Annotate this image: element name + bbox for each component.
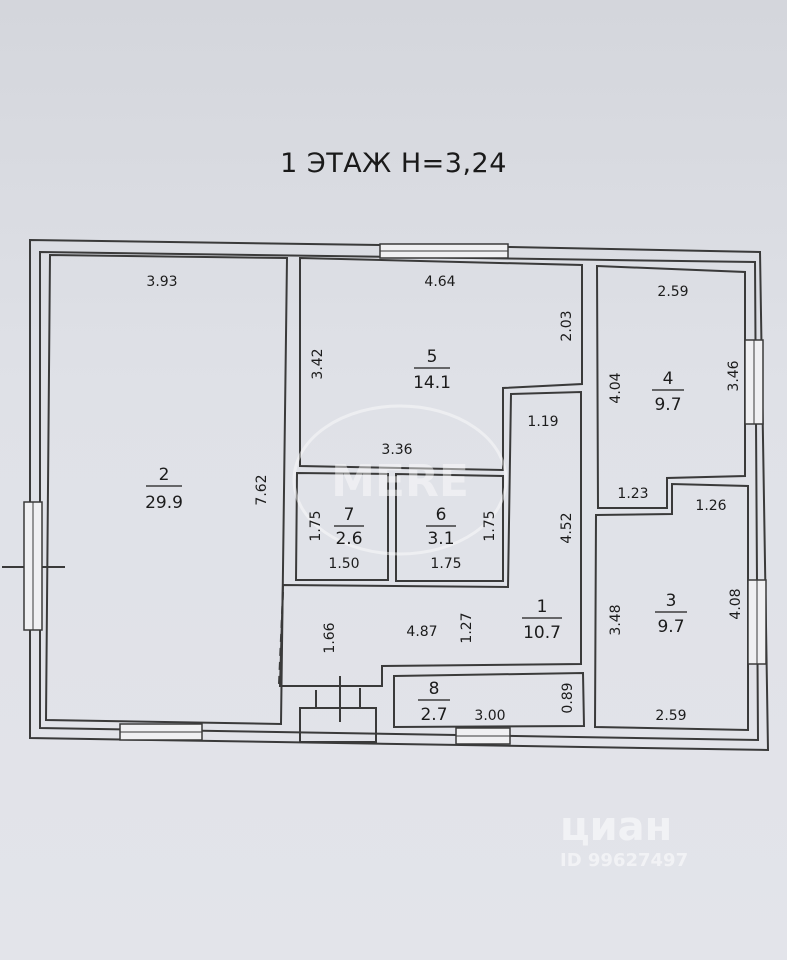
room-7-number: 7	[344, 505, 355, 525]
room-2-outline	[44, 253, 289, 726]
dim-r2-side: 7.62	[254, 474, 270, 505]
dim-hall-top: 1.19	[527, 414, 558, 430]
dim-hall-mid: 1.27	[459, 612, 475, 643]
door-opening	[278, 591, 284, 685]
room-3-number: 3	[666, 591, 677, 611]
svg-text:ID 99627497: ID 99627497	[560, 850, 688, 871]
room-7-outline	[294, 471, 389, 581]
dim-r2-top: 3.93	[146, 274, 177, 290]
room-3-outline	[593, 482, 749, 732]
room-1-area: 10.7	[523, 623, 561, 643]
watermark-brand: циан ID 99627497	[560, 804, 688, 871]
dim-r5-top: 4.64	[424, 274, 455, 290]
svg-text:MERE: MERE	[331, 456, 469, 507]
dim-r3-right: 4.08	[728, 588, 744, 619]
room-1-outline	[278, 390, 582, 687]
dim-r3-left: 3.48	[608, 604, 624, 635]
room-6-outline	[395, 472, 504, 582]
room-4-number: 4	[663, 369, 674, 389]
watermark-center: MERE	[292, 404, 508, 556]
dim-r4-left: 4.04	[608, 372, 624, 403]
room-2-number: 2	[159, 465, 170, 485]
dim-r7-bottom: 1.50	[328, 556, 359, 572]
plan-title: 1 ЭТАЖ Н=3,24	[280, 148, 507, 179]
svg-text:циан: циан	[560, 804, 672, 850]
room-8-number: 8	[429, 679, 440, 699]
room-6-area: 3.1	[427, 529, 454, 549]
room-5-area: 14.1	[413, 373, 451, 393]
room-5-number: 5	[427, 347, 438, 367]
dim-hall-left: 1.66	[322, 622, 338, 653]
room-8-outline	[393, 671, 586, 729]
room-3-area: 9.7	[657, 617, 684, 637]
dim-r8-bottom: 3.00	[474, 708, 505, 724]
dim-r3-top: 1.26	[695, 498, 726, 514]
room-1-number: 1	[537, 597, 548, 617]
room-2-area: 29.9	[145, 493, 183, 513]
dim-hall-side: 4.52	[559, 512, 575, 543]
stair-lines	[315, 676, 361, 722]
room-4-outline	[595, 264, 746, 509]
dim-r6-side: 1.75	[482, 510, 498, 541]
dim-r7-side: 1.75	[308, 510, 324, 541]
dim-r3-bottom: 2.59	[655, 708, 686, 724]
dim-r6-bottom: 1.75	[430, 556, 461, 572]
dim-r5-left: 3.42	[310, 348, 326, 379]
dim-r4-bottom: 1.23	[617, 486, 648, 502]
dim-r5-right: 2.03	[559, 310, 575, 341]
dim-r4-top: 2.59	[657, 284, 688, 300]
room-4-area: 9.7	[654, 395, 681, 415]
dim-r5-bottom: 3.36	[381, 442, 412, 458]
room-5-outline	[299, 256, 583, 472]
dim-r8-side: 0.89	[560, 682, 576, 713]
room-6-number: 6	[436, 505, 447, 525]
dim-r4-right: 3.46	[726, 360, 742, 391]
room-8-area: 2.7	[420, 705, 447, 725]
dim-hall-bottom: 4.87	[406, 624, 437, 640]
room-7-area: 2.6	[335, 529, 362, 549]
porch-outline	[299, 707, 377, 743]
